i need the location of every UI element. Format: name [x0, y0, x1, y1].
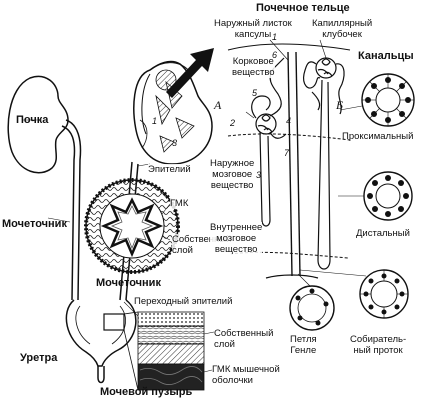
label-outer-capsule: Наружный листок капсулы [214, 18, 292, 40]
label-capillary-glomerulus: Капиллярный клубочек [312, 18, 373, 40]
bladder-outline [65, 299, 137, 367]
marker-number-1: 1 [272, 32, 278, 42]
label-ureter-left: Мочеточник [2, 218, 67, 230]
kidney-section [133, 60, 213, 165]
label-kidney: Почка [16, 114, 49, 126]
corpuscle-pointers [245, 39, 327, 119]
marker-number-6: 6 [272, 50, 278, 60]
proximal-tubule-section [361, 73, 415, 127]
label-urethra: Уретра [20, 352, 58, 364]
collecting-duct [265, 51, 319, 279]
label-henle: Петля Генле [290, 334, 317, 356]
urethra [97, 366, 105, 384]
ureter-cross-section [84, 178, 180, 274]
label-epithelium: Эпителий [148, 164, 191, 175]
bladder-wall-section [137, 311, 205, 391]
label-collecting-duct: Собиратель- ный проток [350, 334, 407, 356]
label-tubules: Канальцы [358, 50, 414, 62]
label-b: Б [336, 98, 344, 112]
kidney-number-3: 3 [172, 138, 178, 148]
label-distal: Дистальный [356, 228, 410, 239]
label-cortex: Корковое вещество [232, 56, 275, 78]
kidney-number-1: 1 [152, 116, 158, 126]
ureter-left [61, 119, 82, 301]
bladder-wall-marker [103, 313, 125, 331]
distal-tubule-section [363, 171, 413, 221]
nephron-a [251, 57, 287, 227]
label-a: А [214, 98, 222, 112]
label-smc-muscular: ГМК мышечной оболочки [212, 364, 280, 386]
label-lamina-propria-2: Собственный слой [214, 328, 274, 350]
marker-number-3: 3 [256, 170, 262, 180]
marker-number-5: 5 [252, 88, 258, 98]
label-outer-medulla: Наружное мозговое вещество [210, 158, 255, 191]
collecting-duct-section [359, 269, 409, 319]
label-bladder: Мочевой пузырь [100, 386, 193, 398]
marker-number-4: 4 [286, 116, 292, 126]
henle-loop-section [289, 285, 335, 331]
marker-number-2: 2 [230, 118, 236, 128]
zoom-arrow [166, 48, 214, 98]
kidney-outline [7, 75, 69, 174]
label-ureter-center: Мочеточник [96, 277, 161, 289]
section-pointers [297, 105, 367, 287]
label-proximal: Проксимальный [342, 131, 414, 142]
nephron-b [303, 57, 345, 270]
label-transitional-epithelium: Переходный эпителий [134, 296, 233, 307]
marker-number-7: 7 [284, 148, 290, 158]
label-smc: ГМК [170, 198, 189, 209]
label-renal-corpuscle: Почечное тельце [256, 2, 350, 14]
label-inner-medulla: Внутреннее мозговое вещество [210, 222, 263, 255]
